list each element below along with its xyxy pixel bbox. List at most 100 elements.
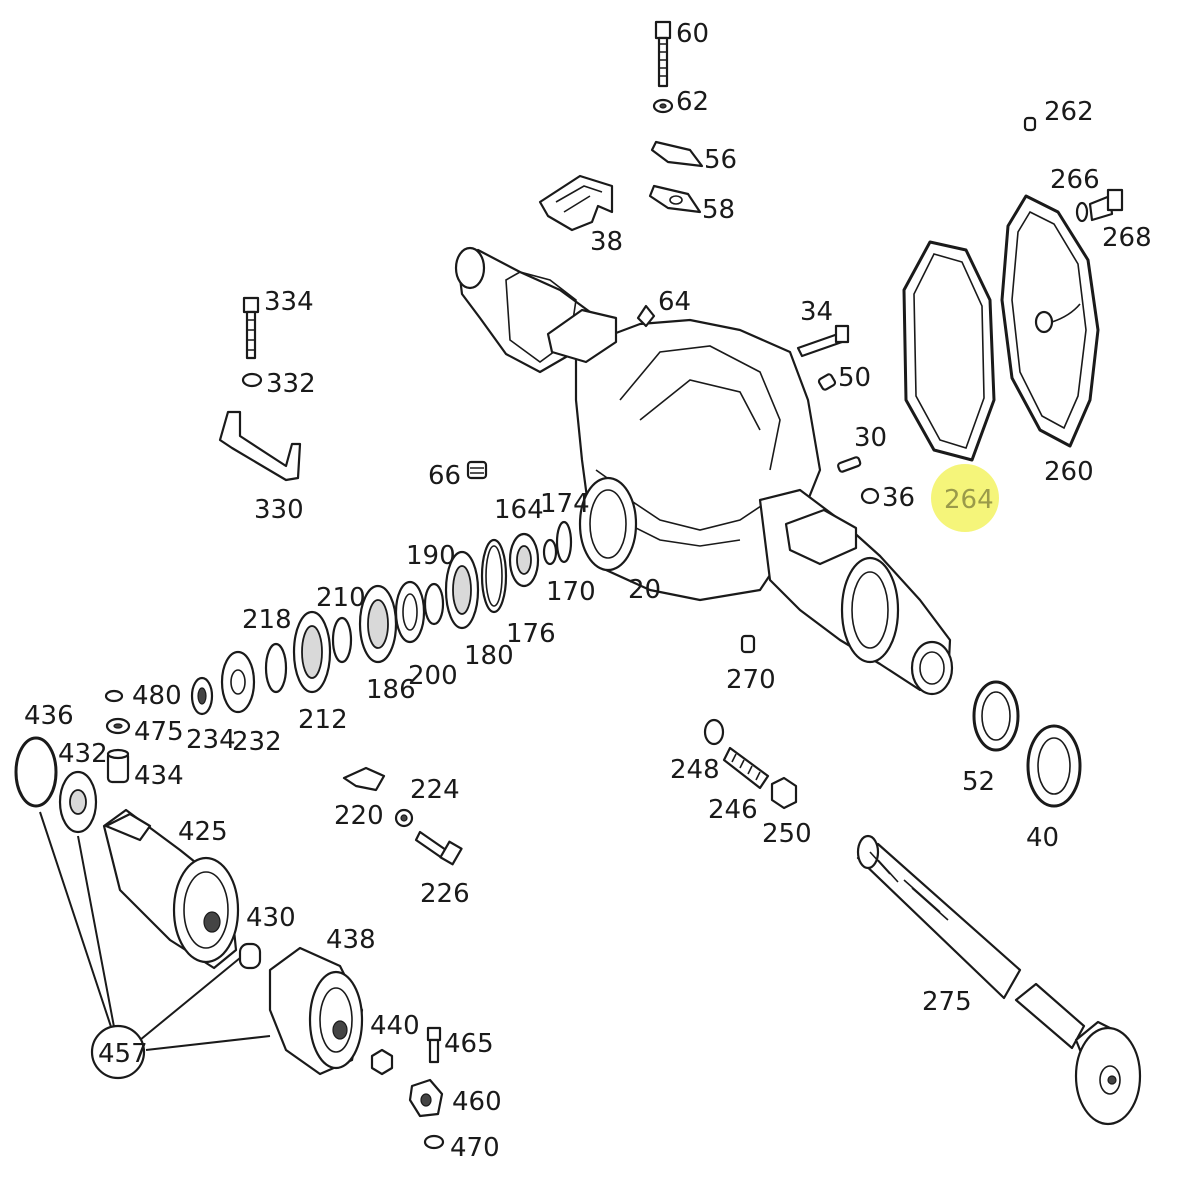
part-60-bolt[interactable] xyxy=(654,20,672,88)
part-174-ring[interactable] xyxy=(555,520,573,564)
label-164[interactable]: 164 xyxy=(494,495,544,525)
label-260[interactable]: 260 xyxy=(1044,457,1094,487)
label-440[interactable]: 440 xyxy=(370,1011,420,1041)
part-226-bolt[interactable] xyxy=(414,830,463,866)
part-438-mount[interactable] xyxy=(268,946,364,1076)
part-330-bracket[interactable] xyxy=(218,410,302,482)
label-64[interactable]: 64 xyxy=(658,287,691,317)
label-438[interactable]: 438 xyxy=(326,925,376,955)
label-58[interactable]: 58 xyxy=(702,195,735,225)
label-40[interactable]: 40 xyxy=(1026,823,1059,853)
label-465[interactable]: 465 xyxy=(444,1029,494,1059)
part-268-bolt[interactable] xyxy=(1088,188,1124,222)
part-250-nut[interactable] xyxy=(770,776,798,810)
label-475[interactable]: 475 xyxy=(134,717,184,747)
label-218[interactable]: 218 xyxy=(242,605,292,635)
label-34[interactable]: 34 xyxy=(800,297,833,327)
label-210[interactable]: 210 xyxy=(316,583,366,613)
part-200-nut[interactable] xyxy=(394,580,426,644)
part-260-cover[interactable] xyxy=(1000,194,1100,448)
label-50[interactable]: 50 xyxy=(838,363,871,393)
label-250[interactable]: 250 xyxy=(762,819,812,849)
part-180-bearing[interactable] xyxy=(444,550,480,630)
label-232[interactable]: 232 xyxy=(232,727,282,757)
part-186-bearing[interactable] xyxy=(358,584,398,664)
part-262-plug[interactable] xyxy=(1023,116,1037,132)
label-460[interactable]: 460 xyxy=(452,1087,502,1117)
part-332-nut[interactable] xyxy=(241,372,263,388)
part-190-ring[interactable] xyxy=(423,582,445,626)
label-200[interactable]: 200 xyxy=(408,661,458,691)
part-52-seal[interactable] xyxy=(972,680,1020,752)
label-480[interactable]: 480 xyxy=(132,681,182,711)
part-176-shim[interactable] xyxy=(480,538,508,614)
part-264-gasket[interactable] xyxy=(902,240,996,462)
label-264[interactable]: 264 xyxy=(944,485,994,515)
label-56[interactable]: 56 xyxy=(704,145,737,175)
label-180[interactable]: 180 xyxy=(464,641,514,671)
part-425-mount[interactable] xyxy=(102,808,240,970)
label-266[interactable]: 266 xyxy=(1050,165,1100,195)
part-220-clip[interactable] xyxy=(342,766,386,792)
part-232-flange[interactable] xyxy=(220,650,256,714)
part-38-mount[interactable] xyxy=(538,174,614,232)
part-30-pin[interactable] xyxy=(837,456,862,473)
part-270-plug[interactable] xyxy=(740,634,756,654)
part-334-bolt[interactable] xyxy=(242,296,260,360)
label-36[interactable]: 36 xyxy=(882,483,915,513)
part-266-washer[interactable] xyxy=(1075,201,1089,223)
part-430-sleeve[interactable] xyxy=(238,942,262,970)
label-190[interactable]: 190 xyxy=(406,541,456,571)
label-470[interactable]: 470 xyxy=(450,1133,500,1163)
part-34-bolt[interactable] xyxy=(796,324,850,358)
part-58-gasket[interactable] xyxy=(648,184,702,214)
part-434-bushing[interactable] xyxy=(106,748,130,784)
part-218-ring[interactable] xyxy=(264,642,288,694)
label-20[interactable]: 20 xyxy=(628,575,661,605)
part-432-bearing[interactable] xyxy=(58,770,98,834)
part-480-washer[interactable] xyxy=(104,689,124,703)
label-60[interactable]: 60 xyxy=(676,19,709,49)
label-275[interactable]: 275 xyxy=(922,987,972,1017)
part-465-bolt[interactable] xyxy=(426,1026,442,1064)
label-52[interactable]: 52 xyxy=(962,767,995,797)
part-40-seal[interactable] xyxy=(1026,724,1082,808)
label-212[interactable]: 212 xyxy=(298,705,348,735)
part-460-bracket[interactable] xyxy=(408,1078,444,1118)
label-38[interactable]: 38 xyxy=(590,227,623,257)
part-50-plug[interactable] xyxy=(817,373,837,391)
part-64-plug[interactable] xyxy=(636,304,656,328)
part-164-bearing[interactable] xyxy=(508,532,540,588)
label-270[interactable]: 270 xyxy=(726,665,776,695)
part-36-plug[interactable] xyxy=(860,487,880,505)
part-234-nut[interactable] xyxy=(190,676,214,716)
label-30[interactable]: 30 xyxy=(854,423,887,453)
label-457[interactable]: 457 xyxy=(98,1039,148,1069)
part-62-washer[interactable] xyxy=(652,98,674,114)
label-174[interactable]: 174 xyxy=(540,489,590,519)
part-275-axle-shaft[interactable] xyxy=(856,834,1142,1126)
part-66-plug[interactable] xyxy=(466,460,488,480)
label-432[interactable]: 432 xyxy=(58,739,108,769)
part-170-ring[interactable] xyxy=(542,538,558,566)
part-475-washer[interactable] xyxy=(105,717,131,735)
part-440-nut[interactable] xyxy=(370,1048,394,1076)
label-234[interactable]: 234 xyxy=(186,725,236,755)
part-210-ring[interactable] xyxy=(331,616,353,664)
label-226[interactable]: 226 xyxy=(420,879,470,909)
label-66[interactable]: 66 xyxy=(428,461,461,491)
label-425[interactable]: 425 xyxy=(178,817,228,847)
label-62[interactable]: 62 xyxy=(676,87,709,117)
part-470-washer[interactable] xyxy=(423,1134,445,1150)
part-56-cover[interactable] xyxy=(650,140,704,168)
label-436[interactable]: 436 xyxy=(24,701,74,731)
label-330[interactable]: 330 xyxy=(254,495,304,525)
label-246[interactable]: 246 xyxy=(708,795,758,825)
label-170[interactable]: 170 xyxy=(546,577,596,607)
label-186[interactable]: 186 xyxy=(366,675,416,705)
label-220[interactable]: 220 xyxy=(334,801,384,831)
label-334[interactable]: 334 xyxy=(264,287,314,317)
part-436-ring[interactable] xyxy=(14,736,58,808)
label-332[interactable]: 332 xyxy=(266,369,316,399)
part-212-bearing[interactable] xyxy=(292,610,332,694)
